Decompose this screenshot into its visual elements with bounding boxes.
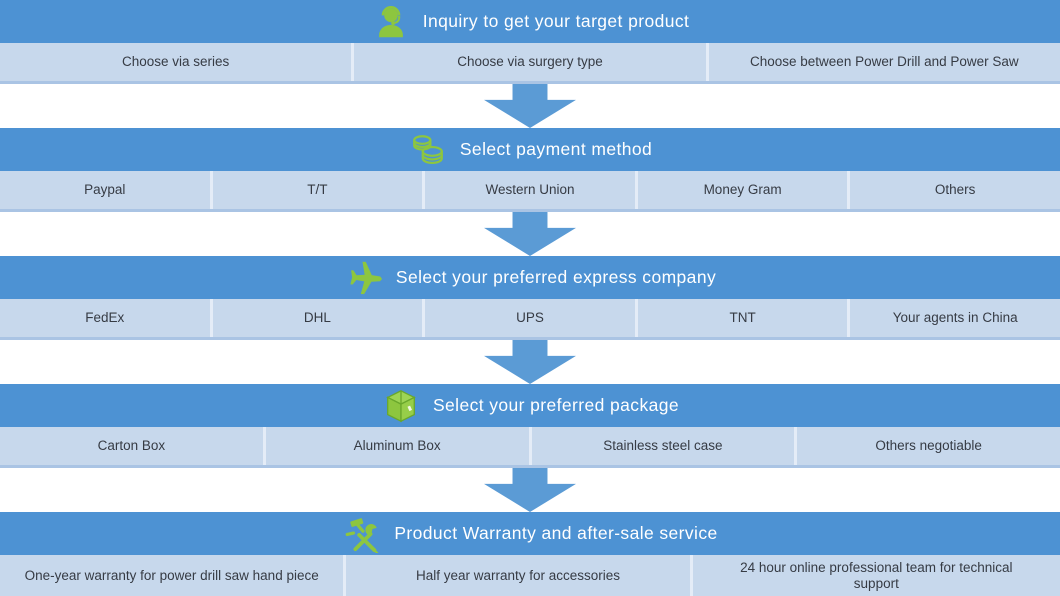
option-cell: Half year warranty for accessories xyxy=(343,555,689,596)
flow-connector xyxy=(0,84,1060,128)
option-cell: Stainless steel case xyxy=(528,427,795,465)
section-header: Product Warranty and after-sale service xyxy=(0,512,1060,555)
options-row: One-year warranty for power drill saw ha… xyxy=(0,555,1060,596)
flow-connector xyxy=(0,340,1060,384)
options-row: FedEx DHL UPS TNT Your agents in China xyxy=(0,299,1060,340)
repair-tools-icon xyxy=(342,514,382,554)
section-title: Select your preferred package xyxy=(432,395,680,415)
section-title: Inquiry to get your target product xyxy=(422,11,690,31)
coins-icon xyxy=(408,130,448,170)
option-cell: UPS xyxy=(422,299,635,337)
section-package: Select your preferred package Carton Box… xyxy=(0,384,1060,468)
option-cell: Money Gram xyxy=(634,171,848,209)
option-cell: One-year warranty for power drill saw ha… xyxy=(24,567,319,583)
section-express: Select your preferred express company Fe… xyxy=(0,256,1060,340)
section-title: Select payment method xyxy=(459,139,653,159)
down-arrow-icon xyxy=(484,84,576,128)
section-title: Product Warranty and after-sale service xyxy=(394,523,718,543)
options-row: Paypal T/T Western Union Money Gram Othe… xyxy=(0,171,1060,212)
option-cell: 24 hour online professional team for tec… xyxy=(689,555,1060,596)
option-cell: FedEx xyxy=(85,310,125,326)
section-warranty: Product Warranty and after-sale service … xyxy=(0,512,1060,596)
flow-connector xyxy=(0,468,1060,512)
option-cell: Western Union xyxy=(422,171,635,209)
section-title: Select your preferred express company xyxy=(395,267,717,287)
option-cell: T/T xyxy=(209,171,423,209)
package-box-icon xyxy=(381,386,421,426)
down-arrow-icon xyxy=(484,468,576,512)
options-row: Carton Box Aluminum Box Stainless steel … xyxy=(0,427,1060,468)
section-header: Select your preferred package xyxy=(0,384,1060,427)
option-cell: Aluminum Box xyxy=(262,427,529,465)
option-cell: Others xyxy=(847,171,1060,209)
section-header: Select your preferred express company xyxy=(0,256,1060,299)
section-payment: Select payment method Paypal T/T Western… xyxy=(0,128,1060,212)
airplane-icon xyxy=(344,258,384,298)
section-header: Select payment method xyxy=(0,128,1060,171)
option-cell: Choose via series xyxy=(122,54,230,70)
section-header: Inquiry to get your target product xyxy=(0,0,1060,43)
support-agent-icon xyxy=(371,2,411,42)
options-row: Choose via series Choose via surgery typ… xyxy=(0,43,1060,84)
down-arrow-icon xyxy=(484,212,576,256)
option-cell: Your agents in China xyxy=(847,299,1060,337)
section-inquiry: Inquiry to get your target product Choos… xyxy=(0,0,1060,84)
option-cell: DHL xyxy=(209,299,423,337)
option-cell: Choose between Power Drill and Power Saw xyxy=(705,43,1060,81)
down-arrow-icon xyxy=(484,340,576,384)
option-cell: Carton Box xyxy=(97,438,166,454)
option-cell: Others negotiable xyxy=(794,427,1060,465)
flow-connector xyxy=(0,212,1060,256)
option-cell: TNT xyxy=(634,299,848,337)
option-cell: Paypal xyxy=(84,182,126,198)
option-cell: Choose via surgery type xyxy=(351,43,705,81)
